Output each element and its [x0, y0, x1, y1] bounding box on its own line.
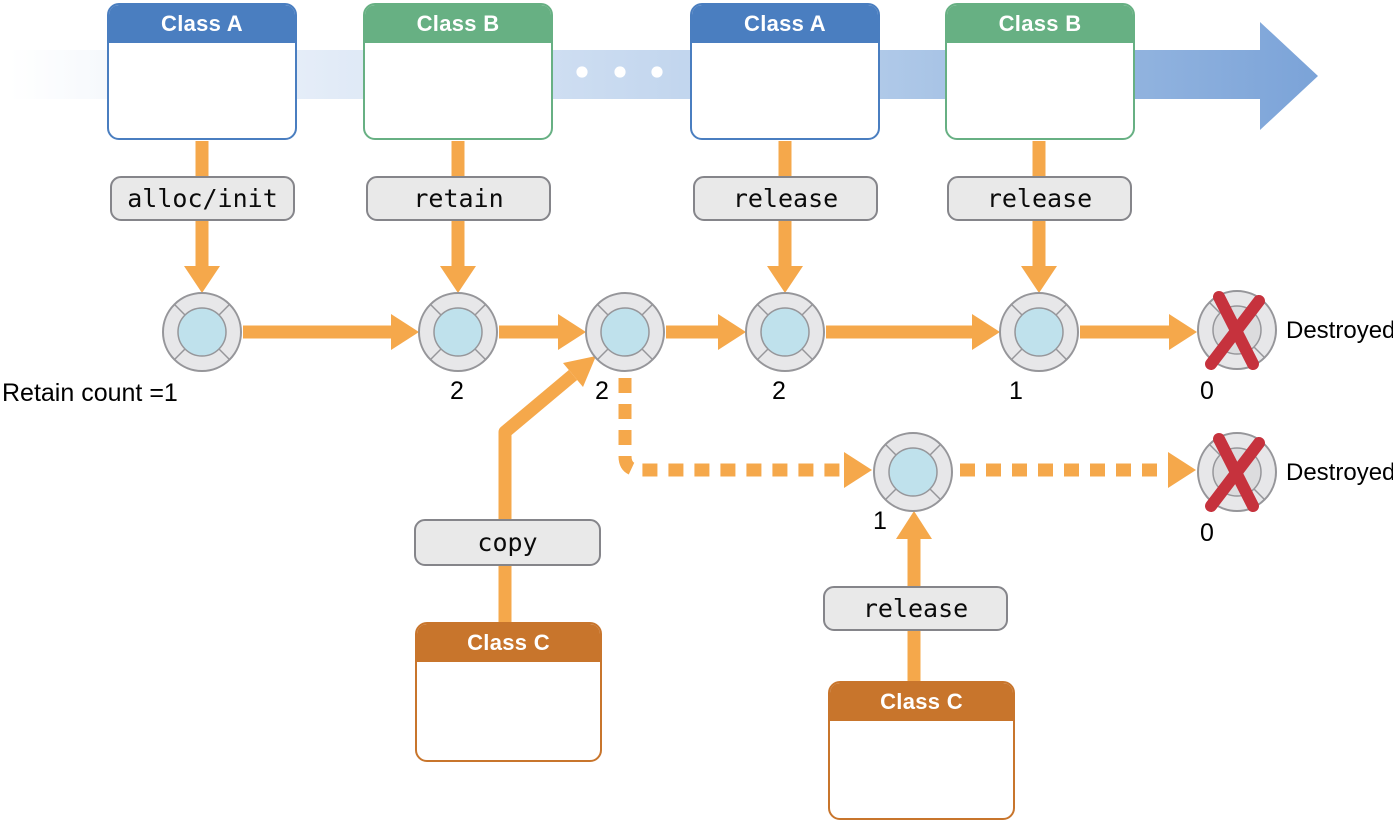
destroyed-object-icon-1	[1198, 291, 1276, 369]
arrow-release-a2-down	[767, 141, 803, 293]
class-box-b1-header: Class B	[365, 5, 551, 43]
dashed-arrows	[618, 378, 1196, 488]
retain-count-4: 2	[772, 377, 786, 405]
retain-count-2: 2	[450, 377, 464, 405]
class-box-c2-header: Class C	[830, 683, 1013, 721]
method-label-release-c2: release	[823, 586, 1008, 631]
arrow-release-b2-down	[1021, 141, 1057, 293]
retain-count-copy-1: 1	[873, 507, 887, 535]
arrow-obj3-obj4	[666, 314, 746, 350]
arrow-allocinit-down	[184, 141, 220, 293]
method-label-release-b2-text: release	[986, 184, 1093, 213]
class-box-a2-header: Class A	[692, 5, 878, 43]
method-label-alloc-init-text: alloc/init	[127, 184, 278, 213]
object-circle-copy	[873, 432, 953, 512]
class-box-c2: Class C	[828, 681, 1015, 820]
method-label-copy-text: copy	[477, 528, 538, 557]
class-box-a1-header: Class A	[109, 5, 295, 43]
method-label-release-a2-text: release	[732, 184, 839, 213]
method-label-retain: retain	[366, 176, 551, 221]
destroyed-object-icon-2	[1198, 433, 1276, 511]
retain-count-6: 0	[1200, 377, 1214, 405]
arrow-obj5-destroyed	[1080, 314, 1197, 350]
destroyed-label-1: Destroyed	[1286, 317, 1393, 344]
class-box-a1-title: Class A	[161, 11, 243, 36]
object-circle-4	[745, 292, 825, 372]
retain-count-3: 2	[595, 377, 609, 405]
class-box-c2-title: Class C	[880, 689, 963, 714]
object-circle-5	[999, 292, 1079, 372]
object-circle-2	[418, 292, 498, 372]
arrow-obj1-obj2	[243, 314, 419, 350]
arrow-obj2-obj3	[499, 314, 586, 350]
retain-count-copy-0: 0	[1200, 519, 1214, 547]
arrow-obj4-obj5	[826, 314, 1000, 350]
timeline-ellipsis-dots	[576, 66, 663, 78]
destroyed-label-2: Destroyed	[1286, 459, 1393, 486]
arrow-retain-down	[440, 141, 476, 293]
retain-count-label-1: Retain count =1	[2, 379, 178, 407]
class-box-b1: Class B	[363, 3, 553, 140]
method-label-copy: copy	[414, 519, 601, 566]
method-label-release-c2-text: release	[862, 594, 969, 623]
class-box-a2: Class A	[690, 3, 880, 140]
method-label-release-a2: release	[693, 176, 878, 221]
method-label-alloc-init: alloc/init	[110, 176, 295, 221]
arrow-copy-up	[498, 356, 596, 622]
class-box-b2-title: Class B	[998, 11, 1082, 36]
retain-count-5: 1	[1009, 377, 1023, 405]
timeline-arrow	[10, 22, 1318, 130]
dashed-arrow-obj3-copy	[618, 378, 872, 488]
method-label-retain-text: retain	[413, 184, 504, 213]
class-box-c1-title: Class C	[467, 630, 550, 655]
class-box-c1: Class C	[415, 622, 602, 762]
solid-arrows	[184, 141, 1197, 681]
method-label-release-b2: release	[947, 176, 1132, 221]
class-box-c1-header: Class C	[417, 624, 600, 662]
object-circle-1	[162, 292, 242, 372]
dashed-arrow-copy-destroyed	[960, 452, 1196, 488]
class-box-a1: Class A	[107, 3, 297, 140]
class-box-b2-header: Class B	[947, 5, 1133, 43]
class-box-b1-title: Class B	[416, 11, 500, 36]
class-box-b2: Class B	[945, 3, 1135, 140]
object-circle-3	[585, 292, 665, 372]
class-box-a2-title: Class A	[744, 11, 826, 36]
